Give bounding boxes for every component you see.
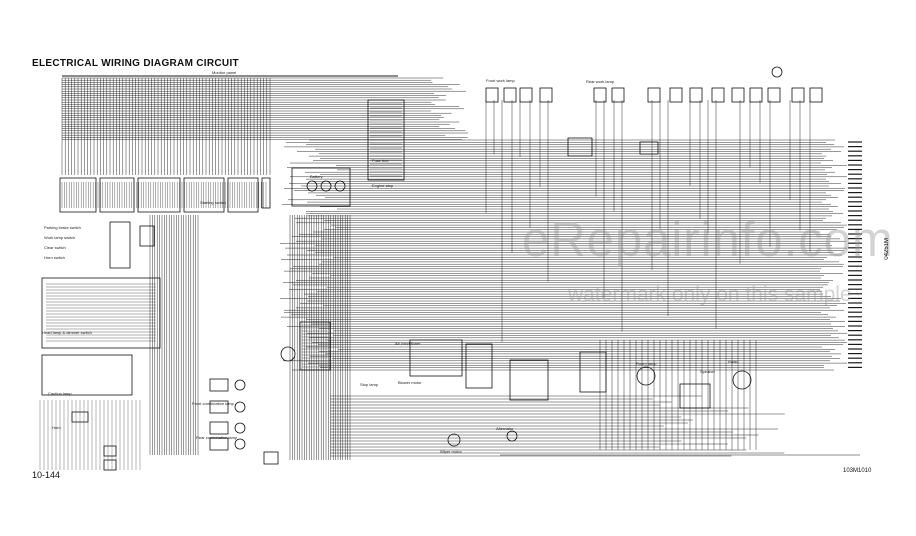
monitor-connector <box>99 177 135 213</box>
figure-code: 103M1010 <box>843 468 872 474</box>
cab-speaker-label: Speaker <box>700 369 715 374</box>
wiper-motor-symbol <box>447 433 461 447</box>
speaker-symbol <box>636 366 656 386</box>
front-combination-lamp-label: Front combination lamp <box>192 401 234 406</box>
connector-block <box>579 351 607 393</box>
lamp-connector <box>209 400 229 414</box>
lamp-symbol <box>234 438 246 450</box>
lamp-connector <box>503 87 517 103</box>
lamp-symbol <box>234 422 246 434</box>
monitor-connector <box>227 177 259 213</box>
caution-lamp-block <box>41 354 133 396</box>
radio-box <box>679 383 711 409</box>
work-lamp-switch-label: Work lamp switch <box>44 235 76 240</box>
front-work-lamp-label: Front work lamp <box>486 78 515 83</box>
monitor-panel-label: Monitor panel <box>212 70 237 75</box>
lamp-connector <box>749 87 763 103</box>
lamp-connector <box>689 87 703 103</box>
stop-lamp-label: Stop lamp <box>360 382 379 387</box>
wiper-motor-label: Wiper motor <box>440 449 462 454</box>
rear-combination-lamp-label: Rear combination lamp <box>196 435 238 440</box>
lamp-connector <box>209 378 229 392</box>
battery-cell <box>334 180 346 192</box>
battery-cell <box>306 180 318 192</box>
watermark-site: eRepairinfo.com <box>522 213 894 267</box>
horn-switch-label: Horn switch <box>44 255 65 260</box>
switch-connector <box>109 221 131 269</box>
head-lamp-switch-block <box>41 277 161 349</box>
battery-cell <box>320 180 332 192</box>
lamp-connector <box>485 87 499 103</box>
lamp-connector <box>209 437 229 451</box>
monitor-connector <box>137 177 181 213</box>
lamp-symbol <box>234 379 246 391</box>
connector-block <box>299 321 331 371</box>
caution-lamp-label: Caution lamp <box>48 391 72 396</box>
horn-label: Horn <box>52 425 61 430</box>
lamp-connector <box>791 87 805 103</box>
lamp-connector <box>519 87 533 103</box>
relay <box>639 141 659 155</box>
fuse-box <box>367 99 405 181</box>
alternator-symbol <box>506 430 518 442</box>
battery-box <box>291 167 351 207</box>
controller-box <box>509 359 549 401</box>
watermark-notice: watermark only on this sample <box>568 283 852 306</box>
parking-brake-switch-label: Parking brake switch <box>44 225 81 230</box>
lamp-connector <box>731 87 745 103</box>
gauge-symbol <box>280 346 296 362</box>
work-lamp-relay <box>567 137 593 157</box>
starting-switch-label: Starting switch <box>200 200 227 205</box>
connector <box>103 445 117 457</box>
speaker-symbol <box>732 370 752 390</box>
connector <box>103 459 117 471</box>
monitor-connector <box>59 177 97 213</box>
fuse-symbol <box>771 66 783 78</box>
monitor-connector <box>261 177 271 209</box>
stop-lamp-box <box>263 451 279 465</box>
lamp-connector <box>767 87 781 103</box>
wire-bundle <box>39 75 862 470</box>
lamp-connector <box>711 87 725 103</box>
monitor-connector <box>183 177 225 213</box>
battery-label: Battery <box>310 174 323 179</box>
lamp-connector <box>647 87 661 103</box>
fuse-box-label: Fuse box <box>372 158 389 163</box>
blower-motor-label: Blower motor <box>398 380 422 385</box>
diagram-title: ELECTRICAL WIRING DIAGRAM CIRCUIT <box>32 58 239 69</box>
switch-connector <box>139 225 155 247</box>
lamp-connector <box>593 87 607 103</box>
lamp-connector <box>809 87 823 103</box>
head-lamp-switch-label: Head lamp & dimmer switch <box>42 330 92 335</box>
lamp-connector <box>669 87 683 103</box>
room-lamp-label: Room lamp <box>636 361 657 366</box>
radio-label: Radio <box>728 359 739 364</box>
lamp-symbol <box>234 401 246 413</box>
rear-work-lamp-label: Rear work lamp <box>586 79 615 84</box>
connector-block <box>465 343 493 389</box>
lamp-connector <box>209 421 229 435</box>
lamp-connector <box>539 87 553 103</box>
horn-connector <box>71 411 89 423</box>
side-code: 04251M <box>884 238 890 260</box>
alternator-label: Alternator <box>496 426 514 431</box>
component-group <box>41 66 823 471</box>
page-number: 10-144 <box>32 470 61 480</box>
lamp-connector <box>611 87 625 103</box>
air-conditioner-unit <box>409 339 463 377</box>
engine-stop-label: Engine stop <box>372 183 394 188</box>
air-conditioner-label: Air conditioner <box>395 341 421 346</box>
clear-switch-label: Clear switch <box>44 245 66 250</box>
